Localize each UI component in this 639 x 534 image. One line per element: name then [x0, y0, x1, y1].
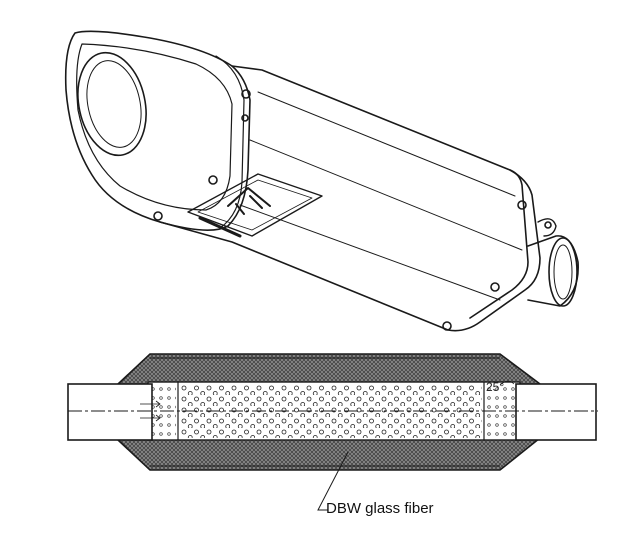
- cone-angle-label: 25°: [486, 380, 505, 394]
- end-cap-inner-contour: [76, 43, 233, 211]
- rivet-icon: [442, 321, 452, 331]
- rivet-icon: [517, 200, 527, 210]
- silencer-section-view: [67, 353, 598, 511]
- inlet-pipe-end: [548, 237, 578, 307]
- scorpion-logo-badge: [187, 173, 323, 238]
- body-crease-line-2: [249, 139, 523, 251]
- bracket-hole: [544, 221, 552, 229]
- rivet-icon: [241, 89, 251, 99]
- mounting-bracket: [537, 218, 557, 237]
- rivet-icon: [241, 114, 249, 122]
- body-crease-line-1: [257, 91, 516, 197]
- silencer-isometric-drawing: [64, 30, 579, 332]
- rivet-icon: [153, 211, 163, 221]
- material-leader-line: [317, 451, 349, 511]
- inlet-pipe: [527, 235, 579, 307]
- rivet-icon: [208, 175, 218, 185]
- right-pipe: [515, 383, 597, 441]
- end-cap-band: [215, 55, 245, 229]
- front-end-cap: [64, 30, 251, 231]
- outlet-opening: [77, 51, 147, 157]
- inlet-pipe-inner: [553, 244, 573, 300]
- dimension-arrow: [140, 414, 161, 422]
- left-pipe: [67, 383, 153, 441]
- body-crease-line-3: [239, 204, 501, 301]
- cone-angle-arc: [499, 380, 515, 386]
- rivet-icon: [490, 282, 500, 292]
- material-label: DBW glass fiber: [326, 500, 434, 517]
- dimension-arrow: [140, 400, 161, 408]
- outlet-opening-inner: [86, 60, 142, 148]
- silencer-body: [159, 65, 541, 332]
- rear-clamp-band: [469, 169, 529, 319]
